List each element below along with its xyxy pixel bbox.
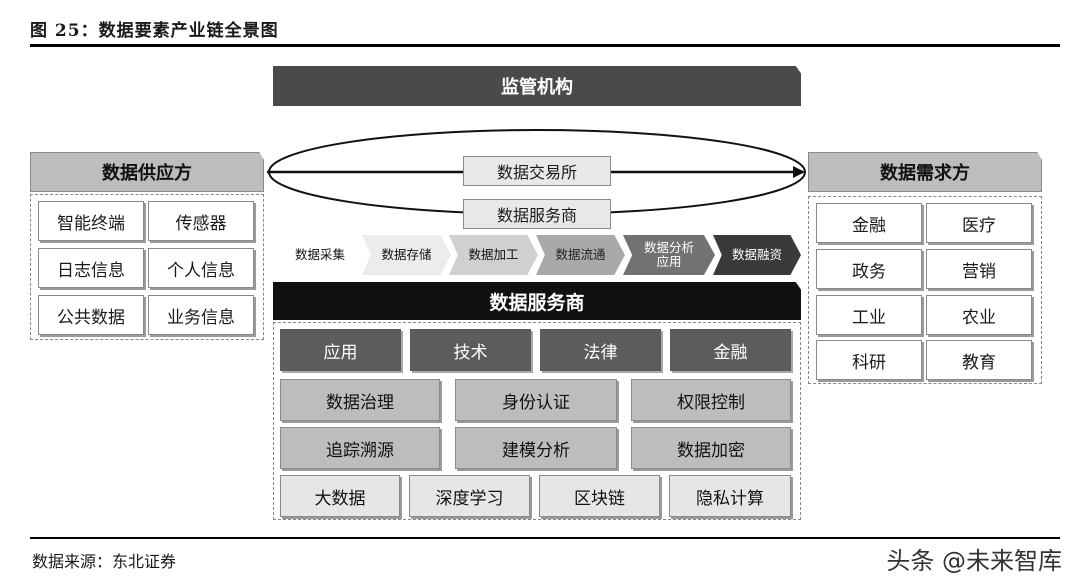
demand-item: 工业 (816, 295, 922, 335)
service-capability: 数据加密 (631, 427, 791, 469)
service-header: 数据服务商 (273, 282, 801, 320)
figure-source: 数据来源：东北证券 (32, 552, 177, 571)
supply-item: 业务信息 (148, 295, 254, 335)
watermark-text: 头条 @未来智库 (886, 547, 1062, 575)
service-capability: 追踪溯源 (280, 427, 440, 469)
service-category: 法律 (540, 329, 661, 371)
watermark: 头条 @未来智库 (886, 541, 1062, 576)
demand-item: 农业 (926, 295, 1032, 335)
demand-item: 政务 (816, 249, 922, 289)
regulator-bar: 监管机构 (273, 66, 801, 106)
footer-rule (30, 537, 1060, 539)
service-category: 技术 (410, 329, 531, 371)
chain-step-analyze: 数据分析 应用 (623, 235, 715, 275)
service-technology: 大数据 (280, 475, 400, 517)
service-provider-box: 数据服务商 (463, 199, 611, 229)
demand-item: 金融 (816, 203, 922, 243)
service-capability: 数据治理 (280, 379, 440, 421)
service-category: 金融 (670, 329, 791, 371)
supply-item: 智能终端 (38, 201, 144, 241)
demand-item: 医疗 (926, 203, 1032, 243)
supply-item: 日志信息 (38, 248, 144, 288)
chain-step-collect: 数据采集 (276, 235, 364, 275)
demand-header: 数据需求方 (808, 152, 1042, 192)
title-rule (30, 44, 1060, 47)
demand-item: 科研 (816, 340, 922, 380)
service-category: 应用 (280, 329, 401, 371)
chain-step-store: 数据存储 (362, 235, 451, 275)
supply-header: 数据供应方 (30, 152, 264, 192)
chain-step-process: 数据加工 (449, 235, 538, 275)
service-capability: 权限控制 (631, 379, 791, 421)
service-technology: 深度学习 (409, 475, 530, 517)
figure-title: 图 25：数据要素产业链全景图 (30, 21, 279, 41)
supply-item: 传感器 (148, 201, 254, 241)
service-technology: 隐私计算 (669, 475, 791, 517)
service-capability: 身份认证 (455, 379, 617, 421)
service-technology: 区块链 (539, 475, 660, 517)
exchange-box: 数据交易所 (463, 156, 611, 186)
chain-step-circulate: 数据流通 (536, 235, 625, 275)
supply-item: 公共数据 (38, 295, 144, 335)
chain-step-finance: 数据融资 (713, 235, 801, 275)
service-capability: 建模分析 (455, 427, 617, 469)
demand-item: 教育 (926, 340, 1032, 380)
supply-item: 个人信息 (148, 248, 254, 288)
demand-item: 营销 (926, 249, 1032, 289)
